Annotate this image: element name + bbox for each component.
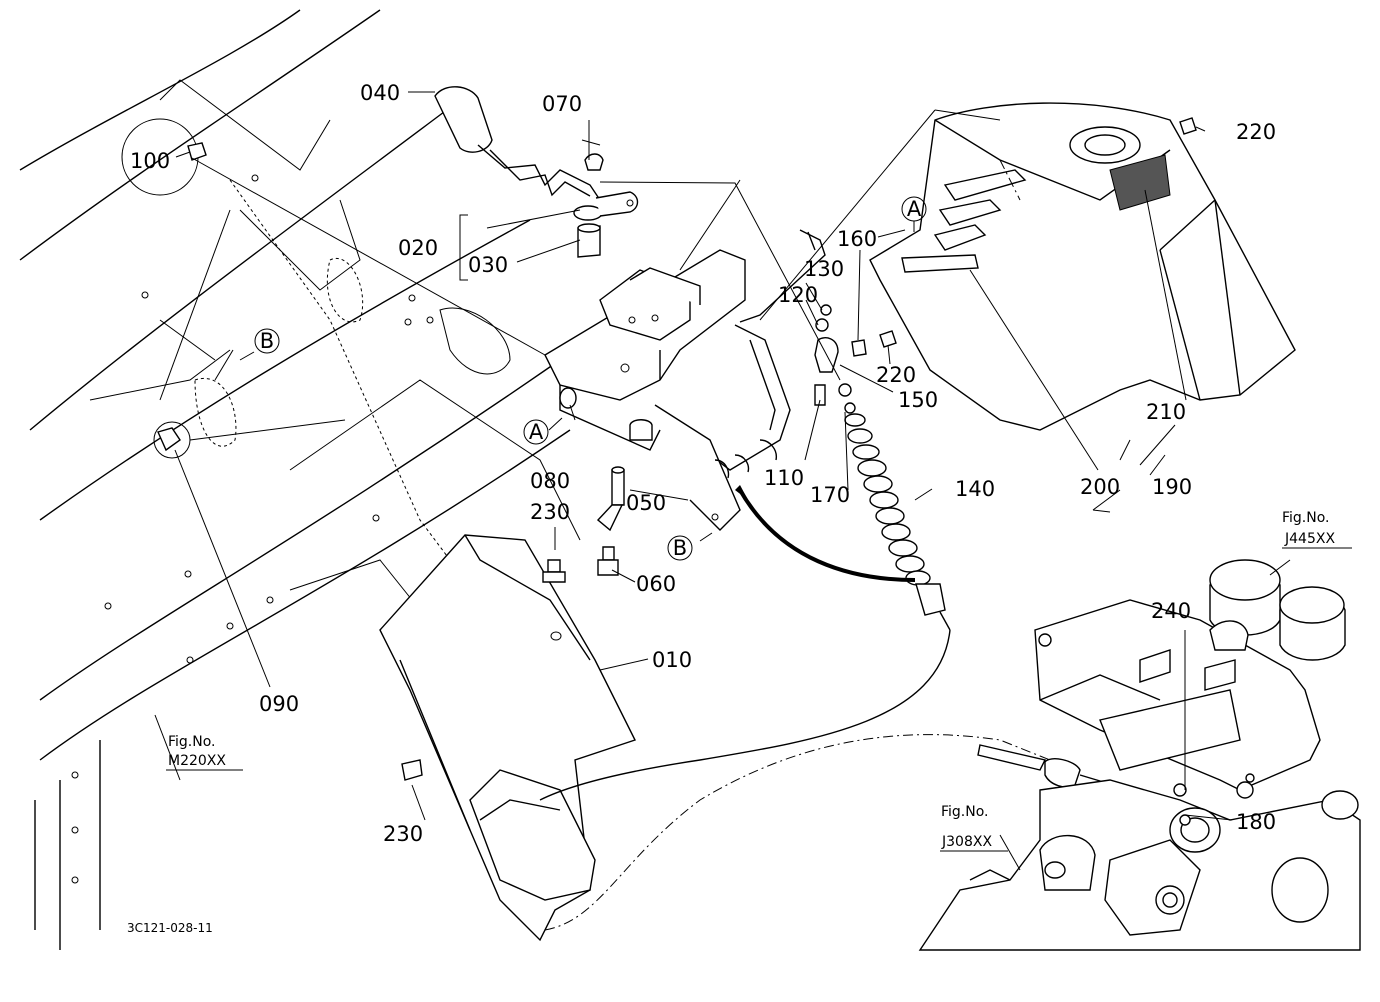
fig-j445-label: Fig.No. bbox=[1282, 510, 1330, 526]
label-210: 210 bbox=[1146, 400, 1186, 424]
label-170: 170 bbox=[810, 483, 850, 507]
leader-lines bbox=[154, 91, 1291, 871]
marker-a-bracket bbox=[523, 419, 549, 445]
drawing-code: 3C121-028-11 bbox=[127, 921, 213, 935]
marker-b-bracket-text: B bbox=[673, 536, 687, 560]
label-090: 090 bbox=[259, 692, 299, 716]
fig-j445-number: J445XX bbox=[1284, 531, 1335, 547]
marker-a-bracket-text: A bbox=[529, 420, 544, 444]
label-100: 100 bbox=[130, 149, 170, 173]
label-030: 030 bbox=[468, 253, 508, 277]
label-190: 190 bbox=[1152, 475, 1192, 499]
label-020: 020 bbox=[398, 236, 438, 260]
label-240: 240 bbox=[1151, 599, 1191, 623]
label-120: 120 bbox=[778, 283, 818, 307]
tractor-frame-outline bbox=[19, 9, 581, 950]
fig-j308-number: J308XX bbox=[941, 834, 992, 850]
label-230-upper: 230 bbox=[530, 500, 570, 524]
marker-b-left bbox=[254, 328, 280, 354]
label-150: 150 bbox=[898, 388, 938, 412]
marker-a-cover-text: A bbox=[907, 197, 922, 221]
label-010: 010 bbox=[652, 648, 692, 672]
label-220-top: 220 bbox=[1236, 120, 1276, 144]
part-number-labels: 040 070 020 030 100 080 230 050 060 010 … bbox=[130, 81, 1276, 846]
lever-bracket bbox=[544, 229, 826, 531]
label-140: 140 bbox=[955, 477, 995, 501]
label-200: 200 bbox=[1080, 475, 1120, 499]
marker-b-left-text: B bbox=[260, 329, 274, 353]
right-cover-190 bbox=[869, 102, 1296, 431]
label-070: 070 bbox=[542, 92, 582, 116]
label-060: 060 bbox=[636, 572, 676, 596]
label-050: 050 bbox=[626, 491, 666, 515]
fig-j308-label: Fig.No. bbox=[941, 804, 989, 820]
label-160: 160 bbox=[837, 227, 877, 251]
label-130: 130 bbox=[804, 257, 844, 281]
cable-140 bbox=[539, 413, 1186, 931]
fig-m220-label: Fig.No. bbox=[168, 734, 216, 750]
label-220-mid: 220 bbox=[876, 363, 916, 387]
label-080: 080 bbox=[530, 469, 570, 493]
label-180: 180 bbox=[1236, 810, 1276, 834]
label-230-lower: 230 bbox=[383, 822, 423, 846]
lower-cover-010 bbox=[379, 534, 636, 942]
label-040: 040 bbox=[360, 81, 400, 105]
reference-markers: B A B A bbox=[254, 196, 927, 561]
figure-references: Fig.No. M220XX Fig.No. J445XX Fig.No. J3… bbox=[166, 510, 1352, 852]
shift-lever bbox=[434, 86, 639, 258]
label-110: 110 bbox=[764, 466, 804, 490]
rod-050 bbox=[596, 419, 653, 576]
bolt-parts bbox=[121, 118, 207, 459]
valve-assembly bbox=[918, 559, 1361, 951]
marker-b-bracket bbox=[667, 535, 693, 561]
fig-m220-number: M220XX bbox=[168, 753, 226, 769]
